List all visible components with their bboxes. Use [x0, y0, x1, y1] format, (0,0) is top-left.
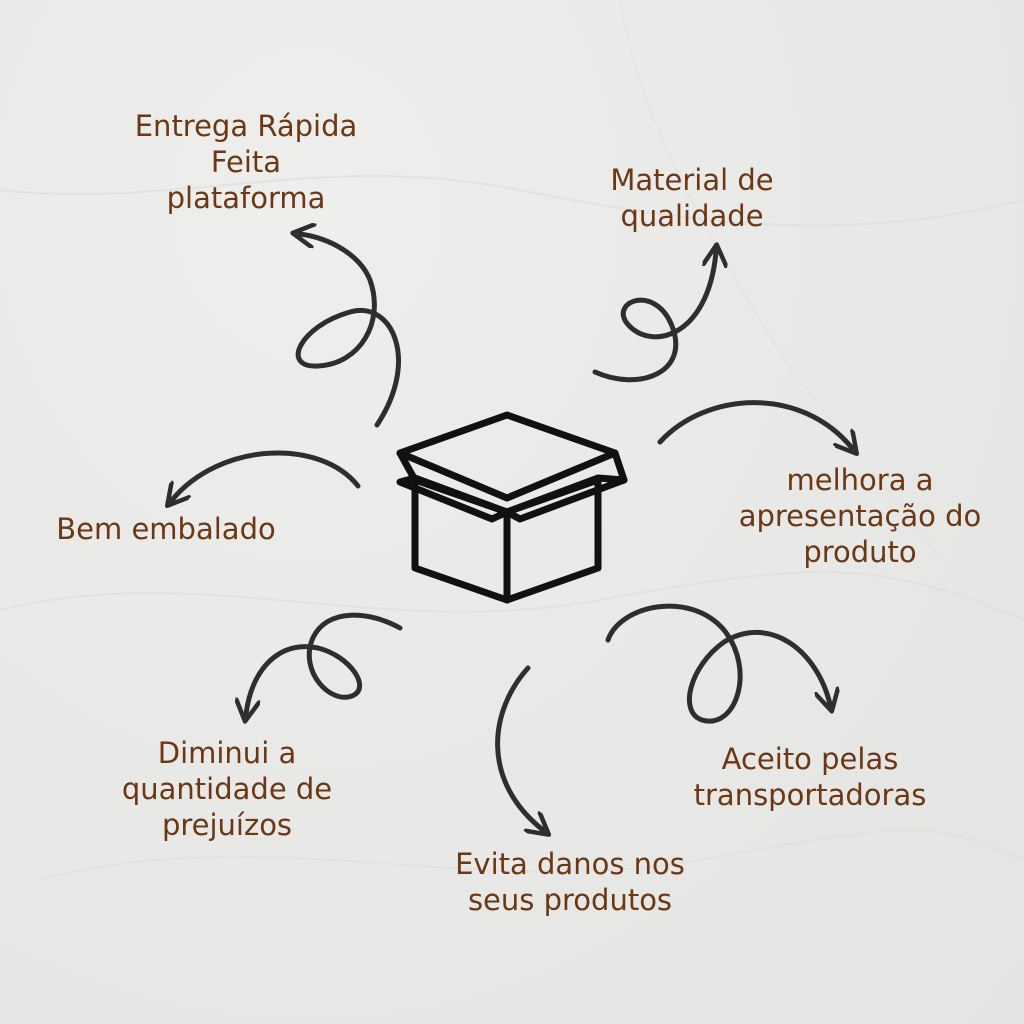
arrow-to-presentation — [657, 400, 852, 448]
label-avoid-damage: Evita danos nos seus produtos — [455, 847, 685, 917]
label-carriers: Aceito pelas transportadoras — [693, 742, 927, 812]
arrow-to-well-packed — [172, 450, 361, 500]
label-well-packed: Bem embalado — [56, 512, 276, 546]
label-quality-material: Material de qualidade — [610, 163, 774, 233]
label-fast-delivery: Entrega Rápida Feita plataforma — [134, 109, 358, 215]
arrow-to-reduce-losses — [246, 612, 403, 714]
arrow-to-avoid-damage — [495, 665, 543, 830]
arrow-to-carriers — [605, 603, 830, 724]
arrow-to-quality-material — [592, 252, 716, 383]
label-presentation: melhora a apresentação do produto — [738, 463, 982, 569]
box-icon — [396, 411, 628, 604]
arrow-to-fast-delivery — [298, 234, 401, 428]
label-reduce-losses: Diminui a quantidade de prejuízos — [121, 736, 333, 842]
